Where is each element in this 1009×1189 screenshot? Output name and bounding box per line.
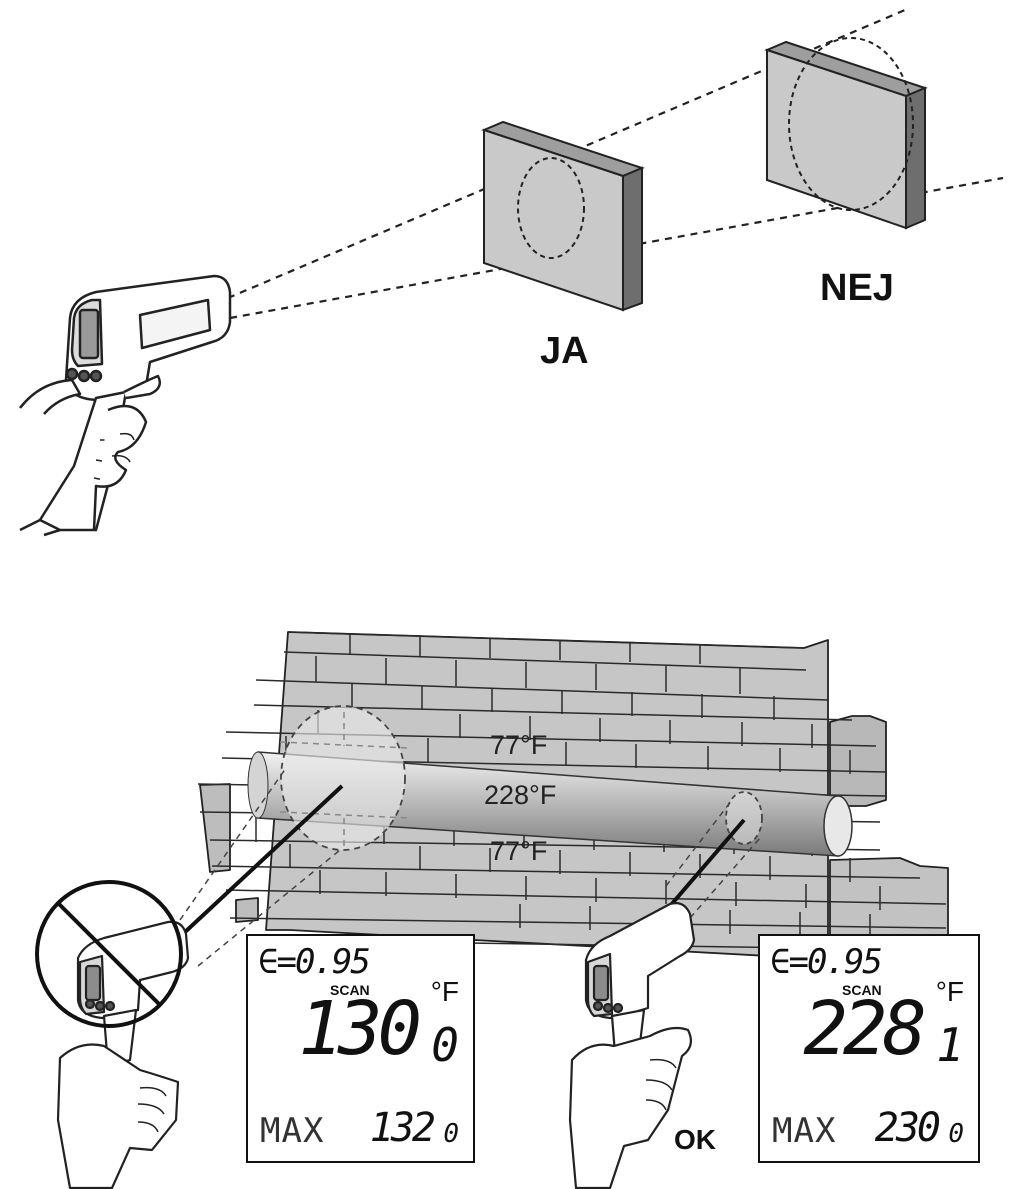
target-far [764, 37, 928, 230]
temperature-lower: 77°F [490, 836, 548, 866]
unit-indicator: °F [935, 976, 964, 1007]
main-reading-decimal: 1 [936, 1018, 964, 1072]
target-near [481, 120, 645, 312]
thermometer-gun-left [56, 920, 190, 1189]
max-label: MAX [260, 1111, 325, 1151]
max-reading: 230 [874, 1105, 941, 1151]
label-yes: JA [540, 330, 589, 372]
main-reading-decimal: 0 [431, 1018, 459, 1072]
display-panel-right: ∈=0.95 SCAN °F 228 1 MAX 230 0 [758, 934, 980, 1163]
max-reading-decimal: 0 [948, 1119, 964, 1149]
main-reading: 228 [803, 986, 927, 1072]
emissivity-readout: ∈=0.95 [770, 942, 883, 982]
thermometer-gun-top [19, 274, 232, 537]
mode-indicator: SCAN [842, 982, 882, 998]
label-no: NEJ [820, 267, 894, 309]
display-panel-left: ∈=0.95 SCAN °F 130 0 MAX 132 0 [246, 934, 475, 1163]
main-reading: 130 [298, 986, 422, 1072]
temperature-upper: 77°F [490, 730, 548, 760]
unit-indicator: °F [430, 976, 459, 1007]
temperature-pipe: 228°F [484, 780, 557, 810]
emissivity-readout: ∈=0.95 [258, 942, 371, 982]
prohibited-icon [35, 880, 183, 1028]
aim-lines [168, 767, 761, 967]
max-reading: 132 [369, 1105, 436, 1151]
max-label: MAX [772, 1111, 837, 1151]
mode-indicator: SCAN [330, 982, 370, 998]
thermometer-gun-right [568, 902, 696, 1189]
max-reading-decimal: 0 [443, 1119, 459, 1149]
label-ok: OK [674, 1124, 716, 1155]
